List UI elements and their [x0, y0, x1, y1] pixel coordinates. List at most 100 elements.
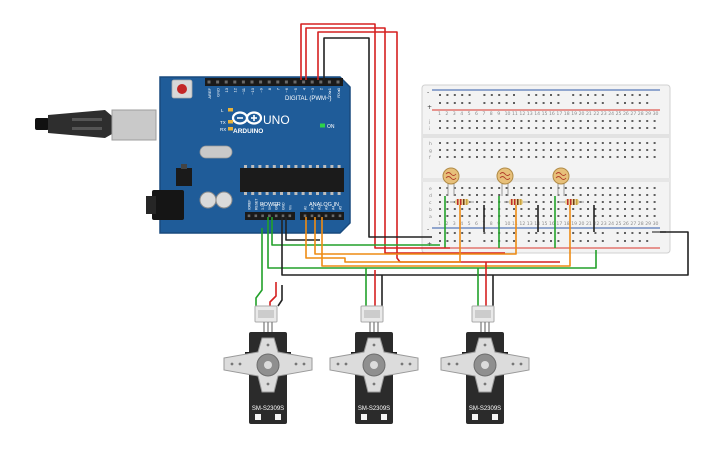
terminal-hole[interactable]	[572, 120, 575, 122]
terminal-hole[interactable]	[646, 149, 649, 151]
rail-hole[interactable]	[624, 232, 626, 234]
terminal-hole[interactable]	[490, 156, 493, 158]
terminal-hole[interactable]	[513, 142, 515, 144]
rail-hole[interactable]	[527, 240, 530, 242]
rail-hole[interactable]	[646, 240, 649, 242]
terminal-hole[interactable]	[557, 149, 560, 151]
rail-hole[interactable]	[572, 240, 575, 242]
terminal-hole[interactable]	[631, 187, 634, 189]
terminal-hole[interactable]	[601, 194, 604, 196]
terminal-hole[interactable]	[527, 142, 530, 144]
rail-hole[interactable]	[461, 94, 464, 96]
rail-hole[interactable]	[587, 102, 589, 104]
digital-pin-socket[interactable]	[224, 80, 228, 84]
terminal-hole[interactable]	[461, 149, 464, 151]
rail-hole[interactable]	[505, 240, 508, 242]
terminal-hole[interactable]	[557, 142, 560, 144]
terminal-hole[interactable]	[587, 127, 589, 129]
terminal-hole[interactable]	[601, 215, 604, 217]
terminal-hole[interactable]	[468, 142, 471, 144]
terminal-hole[interactable]	[439, 201, 441, 203]
rail-hole[interactable]	[572, 94, 575, 96]
terminal-hole[interactable]	[653, 127, 656, 129]
terminal-hole[interactable]	[557, 120, 560, 122]
terminal-hole[interactable]	[476, 201, 478, 203]
rail-hole[interactable]	[439, 94, 441, 96]
terminal-hole[interactable]	[453, 215, 456, 217]
terminal-hole[interactable]	[564, 156, 567, 158]
terminal-hole[interactable]	[631, 156, 634, 158]
terminal-hole[interactable]	[483, 194, 486, 196]
terminal-hole[interactable]	[498, 142, 501, 144]
rail-hole[interactable]	[483, 232, 486, 234]
rail-hole[interactable]	[601, 232, 604, 234]
terminal-hole[interactable]	[646, 142, 649, 144]
terminal-hole[interactable]	[535, 201, 538, 203]
terminal-hole[interactable]	[550, 120, 552, 122]
terminal-hole[interactable]	[446, 120, 449, 122]
terminal-hole[interactable]	[461, 194, 464, 196]
rail-hole[interactable]	[453, 240, 456, 242]
terminal-hole[interactable]	[601, 120, 604, 122]
terminal-hole[interactable]	[638, 149, 641, 151]
rail-hole[interactable]	[535, 102, 538, 104]
terminal-hole[interactable]	[453, 120, 456, 122]
terminal-hole[interactable]	[513, 215, 515, 217]
terminal-hole[interactable]	[594, 149, 597, 151]
terminal-hole[interactable]	[579, 208, 582, 210]
terminal-hole[interactable]	[446, 201, 449, 203]
terminal-hole[interactable]	[513, 156, 515, 158]
power-pin-socket[interactable]	[268, 214, 271, 218]
terminal-hole[interactable]	[468, 127, 471, 129]
terminal-hole[interactable]	[638, 194, 641, 196]
terminal-hole[interactable]	[513, 187, 515, 189]
rail-hole[interactable]	[624, 240, 626, 242]
terminal-hole[interactable]	[513, 120, 515, 122]
terminal-hole[interactable]	[446, 142, 449, 144]
terminal-hole[interactable]	[468, 215, 471, 217]
rail-hole[interactable]	[557, 102, 560, 104]
terminal-hole[interactable]	[616, 215, 619, 217]
terminal-hole[interactable]	[550, 201, 552, 203]
terminal-hole[interactable]	[646, 127, 649, 129]
terminal-hole[interactable]	[638, 120, 641, 122]
terminal-hole[interactable]	[638, 156, 641, 158]
terminal-hole[interactable]	[609, 201, 612, 203]
terminal-hole[interactable]	[542, 215, 545, 217]
rail-hole[interactable]	[631, 94, 634, 96]
terminal-hole[interactable]	[594, 208, 597, 210]
terminal-hole[interactable]	[498, 149, 501, 151]
terminal-hole[interactable]	[587, 149, 589, 151]
rail-hole[interactable]	[468, 102, 471, 104]
terminal-hole[interactable]	[631, 208, 634, 210]
terminal-hole[interactable]	[646, 215, 649, 217]
terminal-hole[interactable]	[624, 208, 626, 210]
rail-hole[interactable]	[505, 102, 508, 104]
rail-hole[interactable]	[550, 240, 552, 242]
servo-motor[interactable]: SM-S2309S	[329, 305, 419, 424]
rail-hole[interactable]	[624, 94, 626, 96]
rail-hole[interactable]	[646, 232, 649, 234]
terminal-hole[interactable]	[527, 215, 530, 217]
terminal-hole[interactable]	[527, 208, 530, 210]
rail-hole[interactable]	[498, 94, 501, 96]
terminal-hole[interactable]	[439, 127, 441, 129]
terminal-hole[interactable]	[505, 127, 508, 129]
terminal-hole[interactable]	[624, 187, 626, 189]
power-pin-socket[interactable]	[281, 214, 285, 218]
terminal-hole[interactable]	[616, 120, 619, 122]
terminal-hole[interactable]	[631, 142, 634, 144]
terminal-hole[interactable]	[453, 208, 456, 210]
rail-hole[interactable]	[461, 232, 464, 234]
terminal-hole[interactable]	[490, 201, 493, 203]
rail-hole[interactable]	[439, 102, 441, 104]
terminal-hole[interactable]	[609, 127, 612, 129]
rail-hole[interactable]	[616, 102, 619, 104]
terminal-hole[interactable]	[439, 215, 441, 217]
rail-hole[interactable]	[439, 232, 441, 234]
terminal-hole[interactable]	[572, 156, 575, 158]
terminal-hole[interactable]	[490, 187, 493, 189]
rail-hole[interactable]	[646, 102, 649, 104]
terminal-hole[interactable]	[616, 201, 619, 203]
terminal-hole[interactable]	[468, 156, 471, 158]
